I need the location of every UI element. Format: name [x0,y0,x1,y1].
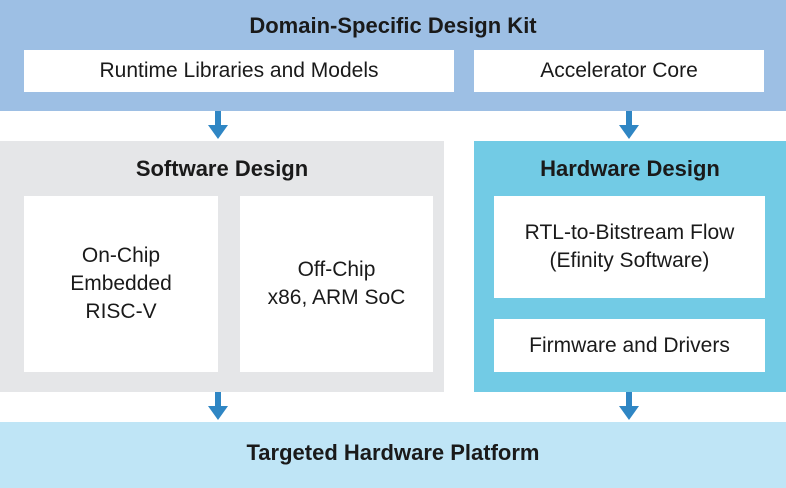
software-design-title: Software Design [135,156,309,181]
rtl-flow-line: (Efinity Software) [549,249,710,272]
off-chip-line: Off-Chip [297,258,376,281]
accelerator-core-box: Accelerator Core [474,50,764,92]
on-chip-line: Embedded [70,272,172,295]
on-chip-box: On-Chip Embedded RISC-V [24,196,218,372]
off-chip-box: Off-Chip x86, ARM SoC [240,196,433,372]
rtl-flow-box: RTL-to-Bitstream Flow (Efinity Software) [494,196,765,298]
arrow-down-icon [619,392,639,420]
rtl-flow-line: RTL-to-Bitstream Flow [524,221,735,244]
hardware-platform-band [0,422,786,488]
arrow-down-icon [208,111,228,139]
on-chip-line: On-Chip [81,244,161,267]
design-kit-title: Domain-Specific Design Kit [249,13,537,38]
hardware-platform-title: Targeted Hardware Platform [246,440,540,465]
on-chip-line: RISC-V [85,300,157,323]
runtime-libraries-box: Runtime Libraries and Models [24,50,454,92]
firmware-drivers-box: Firmware and Drivers [494,319,765,372]
off-chip-line: x86, ARM SoC [267,286,406,309]
arrow-down-icon [208,392,228,420]
arrow-down-icon [619,111,639,139]
hardware-design-title: Hardware Design [540,156,720,181]
